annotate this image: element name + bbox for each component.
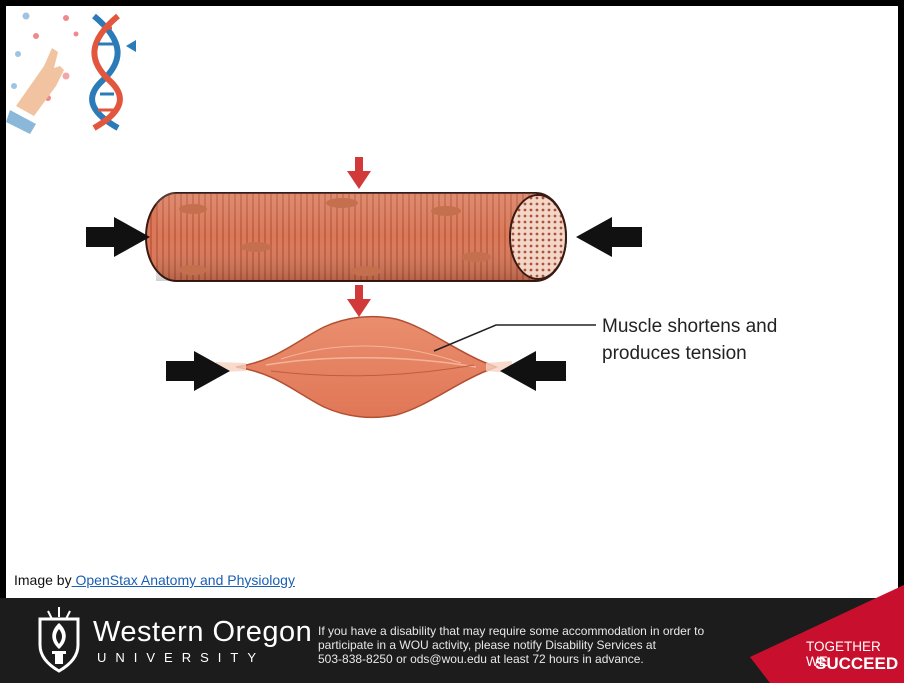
label-leader-line <box>434 325 596 351</box>
university-subtitle: UNIVERSITY <box>97 650 265 665</box>
muscle-contraction-figure: Muscle shortens and produces tension <box>66 141 886 461</box>
accessibility-notice: If you have a disability that may requir… <box>318 624 758 666</box>
university-name: Western Oregon <box>93 616 312 649</box>
slide-content: Muscle shortens and produces tension Ima… <box>6 6 898 598</box>
force-arrow-middle <box>347 285 371 317</box>
credit-prefix: Image by <box>14 572 72 588</box>
muscle-label-line1: Muscle shortens and <box>602 316 777 337</box>
contracted-muscle <box>216 317 512 418</box>
dna-hand-icon <box>6 6 166 136</box>
image-credit: Image by OpenStax Anatomy and Physiology <box>14 572 295 588</box>
muscle-fiber-cylinder <box>146 193 566 281</box>
force-arrow-right-upper <box>576 217 642 257</box>
slogan-line-2: SUCCEED <box>815 654 898 674</box>
muscle-label-line2: produces tension <box>602 343 747 364</box>
notice-line-2: participate in a WOU activity, please no… <box>318 638 758 652</box>
force-arrow-right-lower <box>500 351 566 391</box>
notice-line-1: If you have a disability that may requir… <box>318 624 758 638</box>
force-arrow-top <box>347 157 371 189</box>
wou-torch-shield-icon <box>36 607 82 673</box>
notice-line-3: 503-838-8250 or ods@wou.edu at least 72 … <box>318 652 758 666</box>
openstax-link[interactable]: OpenStax Anatomy and Physiology <box>72 572 295 588</box>
force-arrow-left-upper <box>86 217 150 257</box>
force-arrow-left-lower <box>166 351 230 391</box>
